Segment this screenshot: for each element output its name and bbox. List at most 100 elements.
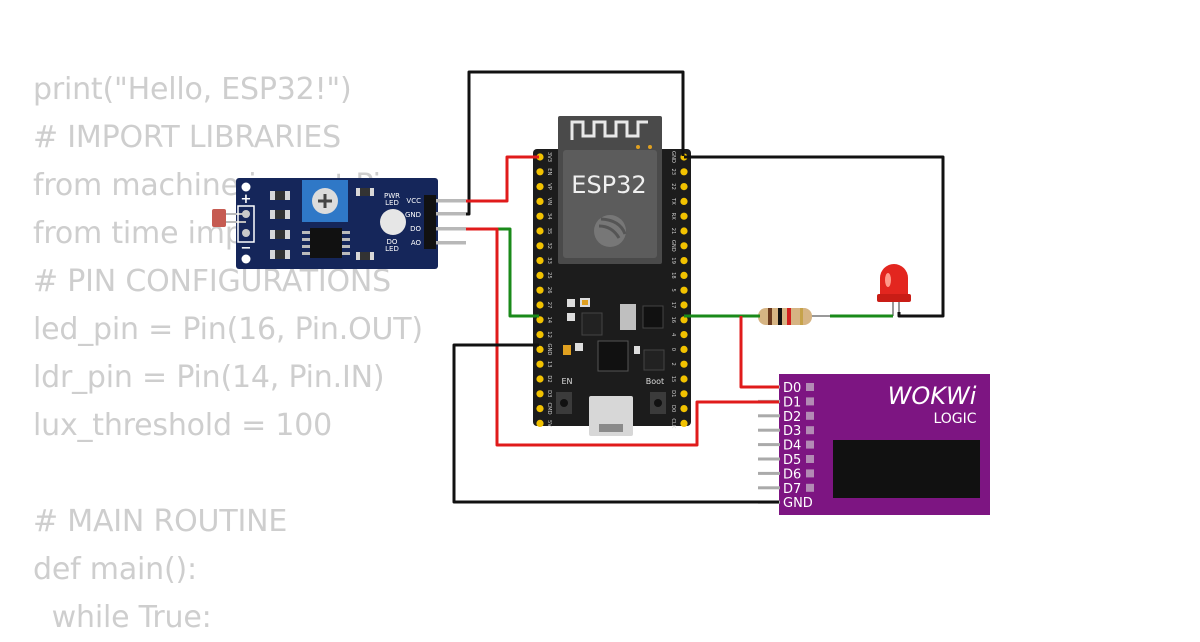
esp32-pin[interactable] [680,242,688,250]
esp32-pin[interactable] [536,168,544,176]
do-led-label-2: LED [385,245,399,253]
esp32-pin[interactable] [680,345,688,353]
esp32-pin[interactable] [680,212,688,220]
logic-pin[interactable] [758,486,780,490]
code-line: print("Hello, ESP32!") [33,72,352,107]
esp32-pin[interactable] [680,375,688,383]
logic-pin-label: D1 [783,395,801,410]
esp32-pin-label: 25 [546,272,552,279]
esp32-devkit[interactable]: ESP32 3V3ENVPVN343532332526271412GND13D2… [533,116,691,436]
logic-pin[interactable] [758,471,780,475]
wire-led-gnd[interactable] [684,155,945,318]
logic-pin-label: GND [783,496,813,511]
esp32-pin-label: 3V3 [546,152,552,162]
code-line: # IMPORT LIBRARIES [33,120,342,155]
esp32-pin-label: 33 [546,257,552,264]
logic-pin-label: D6 [783,467,801,482]
esp32-pin[interactable] [536,227,544,235]
esp32-pin[interactable] [536,331,544,339]
esp32-pin[interactable] [536,286,544,294]
esp32-pin[interactable] [680,419,688,427]
esp32-pin[interactable] [536,242,544,250]
esp32-pin[interactable] [536,183,544,191]
wire-do-logic-d1[interactable] [466,227,779,447]
esp32-pin-label: 4 [670,333,676,337]
wire-do-d14[interactable] [466,227,539,318]
antenna-icon [570,120,648,140]
usb-uart-chip [597,340,629,372]
esp32-pin-label: CMD [546,403,552,415]
logic-pin-label: D7 [783,482,801,497]
esp32-pin[interactable] [680,316,688,324]
logic-channel-indicator [806,426,814,435]
logic-pin[interactable] [758,414,780,418]
logic-pin-label: D3 [783,424,801,439]
esp32-pin[interactable] [536,257,544,265]
esp32-pin-label: GND [546,343,552,355]
esp32-pin[interactable] [680,183,688,191]
esp32-pin[interactable] [680,405,688,413]
en-label: EN [561,377,572,386]
esp32-pin[interactable] [536,405,544,413]
esp32-pin[interactable] [680,197,688,205]
logic-pin[interactable] [758,428,780,432]
esp32-pin[interactable] [536,271,544,279]
esp32-pin[interactable] [680,257,688,265]
wire-gnd-ldr[interactable] [466,70,685,216]
wire-gpio16-logic-d0[interactable] [739,316,779,389]
logic-pin[interactable] [758,443,780,447]
esp32-pin-label: VN [546,198,552,206]
esp32-pin[interactable] [536,301,544,309]
esp32-pin[interactable] [536,197,544,205]
esp32-pin-label: 35 [546,228,552,235]
esp32-pin-label: 21 [670,228,676,235]
esp32-pin-label: GND [670,151,676,163]
esp32-pin[interactable] [680,331,688,339]
esp32-pin[interactable] [536,375,544,383]
red-led[interactable] [877,264,911,316]
minus-label: − [241,241,252,256]
esp32-pin[interactable] [680,271,688,279]
esp32-pin-label: D0 [670,405,676,412]
wire-gnd-logic[interactable] [452,343,779,504]
pin-gnd[interactable] [436,212,466,216]
esp32-pin[interactable] [536,419,544,427]
esp32-pin[interactable] [680,360,688,368]
esp32-pin[interactable] [536,345,544,353]
esp32-pin-label: 27 [546,302,552,309]
code-line: ldr_pin = Pin(14, Pin.IN) [33,360,385,395]
esp32-pin[interactable] [680,168,688,176]
esp32-pin-label: CLK [670,418,676,429]
pin-label-do: DO [410,225,421,233]
logic-channel-indicator [806,383,814,391]
esp32-pin[interactable] [680,390,688,398]
esp32-pin[interactable] [536,153,544,161]
esp32-pin[interactable] [536,212,544,220]
wire-vcc-ldr[interactable] [466,155,539,203]
esp32-pin[interactable] [680,301,688,309]
ldr-sensor-module[interactable]: + − PWR LED DO LED VCC [212,178,466,269]
esp32-pin-label: GND [670,240,676,252]
esp32-title: ESP32 [571,171,646,199]
esp32-pin[interactable] [680,227,688,235]
logic-channel-indicator [806,397,814,406]
esp32-pin[interactable] [536,316,544,324]
logic-pin-label: D5 [783,453,801,468]
esp32-pin-label: D2 [546,375,552,382]
esp32-pin-label: VP [546,183,552,190]
esp32-pin[interactable] [680,286,688,294]
esp32-pin-label: 12 [546,331,552,338]
pin-do[interactable] [436,227,466,231]
logic-pin-label: D0 [783,381,801,396]
logic-channel-indicator [806,483,814,492]
pin-ao[interactable] [436,241,466,245]
pin-vcc[interactable] [436,199,466,203]
esp32-pin[interactable] [536,360,544,368]
logic-pin[interactable] [758,457,780,461]
code-line: while True: [33,600,212,635]
esp32-pin[interactable] [536,390,544,398]
code-line: led_pin = Pin(16, Pin.OUT) [33,312,423,347]
esp32-pin-label: EN [546,168,552,175]
